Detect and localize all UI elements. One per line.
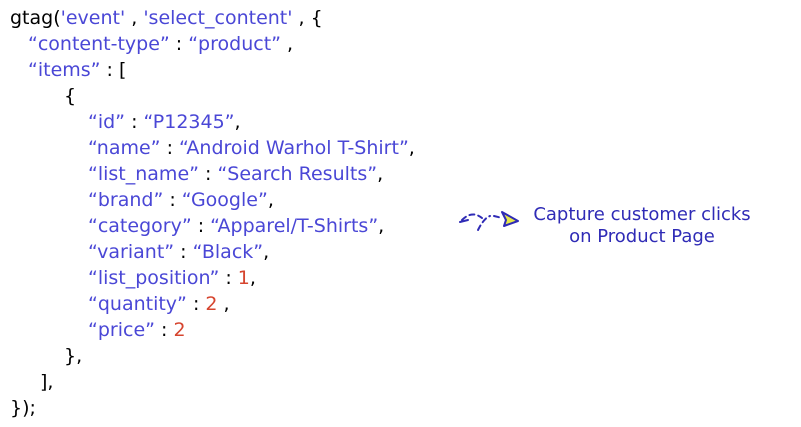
json-key: “variant” — [88, 241, 175, 263]
json-value: “product” — [188, 33, 281, 55]
code-line-close-array: ], — [40, 369, 53, 395]
code-line-property: “list_name” : “Search Results”, — [88, 161, 383, 187]
separator: , { — [292, 7, 323, 29]
json-value: “Apparel/T-Shirts” — [210, 215, 379, 237]
code-line-gtag: gtag('event' , 'select_content' , { — [10, 5, 323, 31]
colon: : — [186, 293, 206, 315]
json-key: “name” — [88, 137, 161, 159]
close-brace: }, — [64, 345, 83, 367]
dashed-arrow-icon — [459, 211, 519, 231]
separator: , — [125, 7, 144, 29]
colon: : — [125, 111, 144, 133]
comma: , — [267, 189, 274, 211]
json-key: “brand” — [88, 189, 164, 211]
code-line-property: “price” : 2 — [88, 317, 186, 343]
comma: , — [280, 33, 294, 55]
code-line-close-object: }, — [64, 343, 82, 369]
code-line-open-brace: { — [64, 83, 76, 109]
comma: , — [408, 137, 415, 159]
comma: , — [378, 215, 385, 237]
json-key: “content-type” — [28, 33, 170, 55]
colon: : — [100, 59, 119, 81]
code-line-items: “items” : [ — [28, 57, 126, 83]
colon: : — [169, 33, 189, 55]
comma: , — [377, 163, 384, 185]
json-value: “Search Results” — [217, 163, 378, 185]
code-line-property: “brand” : “Google”, — [88, 187, 274, 213]
open-brace: { — [64, 85, 77, 107]
json-key: “quantity” — [88, 293, 187, 315]
json-value: “Black” — [192, 241, 264, 263]
colon: : — [154, 319, 174, 341]
code-line-property: “quantity” : 2 , — [88, 291, 230, 317]
comma: , — [249, 267, 256, 289]
json-number: 2 — [173, 319, 186, 341]
json-key: “id” — [88, 111, 126, 133]
code-line-property: “name” : “Android Warhol T-Shirt”, — [88, 135, 415, 161]
annotation-line-2: on Product Page — [569, 226, 715, 247]
json-value: “P12345” — [143, 111, 235, 133]
json-number: 2 — [205, 293, 218, 315]
colon: : — [198, 163, 218, 185]
comma: , — [234, 111, 241, 133]
comma: , — [263, 241, 270, 263]
event-name-arg: 'select_content' — [143, 7, 293, 29]
colon: : — [191, 215, 211, 237]
function-name: gtag( — [10, 7, 61, 29]
event-arg: 'event' — [60, 7, 126, 29]
code-line-content-type: “content-type” : “product” , — [28, 31, 293, 57]
json-key: “items” — [28, 59, 101, 81]
json-value: “Android Warhol T-Shirt” — [179, 137, 409, 159]
colon: : — [219, 267, 238, 289]
close-call: }); — [10, 397, 36, 419]
open-bracket: [ — [119, 59, 127, 81]
annotation-line-1: Capture customer clicks — [533, 204, 751, 225]
json-key: “list_name” — [88, 163, 199, 185]
json-key: “list_position” — [88, 267, 220, 289]
comma: , — [217, 293, 230, 315]
colon: : — [160, 137, 180, 159]
close-bracket: ], — [40, 371, 54, 393]
code-line-close-call: }); — [10, 395, 36, 421]
colon: : — [174, 241, 193, 263]
annotation-text: Capture customer clicks on Product Page — [527, 204, 757, 248]
json-number: 1 — [237, 267, 250, 289]
json-key: “category” — [88, 215, 192, 237]
code-line-property: “list_position” : 1, — [88, 265, 256, 291]
json-value: “Google” — [181, 189, 268, 211]
code-line-property: “category” : “Apparel/T-Shirts”, — [88, 213, 384, 239]
json-key: “price” — [88, 319, 155, 341]
code-line-property: “id” : “P12345”, — [88, 109, 241, 135]
code-line-property: “variant” : “Black”, — [88, 239, 269, 265]
colon: : — [163, 189, 182, 211]
